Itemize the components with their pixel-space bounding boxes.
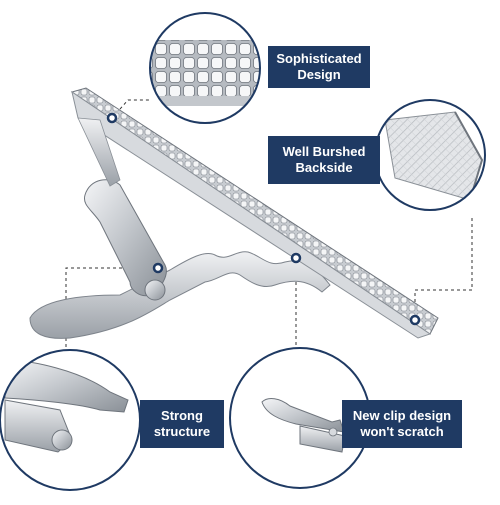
callout-markers [106,112,421,326]
callout-line: Strong [161,408,203,423]
inset-strong-structure [0,349,141,491]
callout-brushed-backside: Well Burshed Backside [268,136,380,184]
callout-line: Backside [295,160,353,175]
callout-line: Design [297,67,341,82]
callout-new-clip-design: New clip design won't scratch [342,400,462,448]
inset-sophisticated-design [149,12,261,124]
inset-backside [374,99,486,211]
callout-sophisticated-design: Sophisticated Design [268,46,370,88]
tie-clip [29,87,439,339]
callout-line: Well Burshed [282,144,366,159]
callout-line: structure [153,424,211,439]
callout-strong-structure: Strong structure [140,400,224,448]
callout-line: New clip design [352,408,452,423]
callout-line: Sophisticated [276,51,362,66]
callout-line: won't scratch [360,424,444,439]
